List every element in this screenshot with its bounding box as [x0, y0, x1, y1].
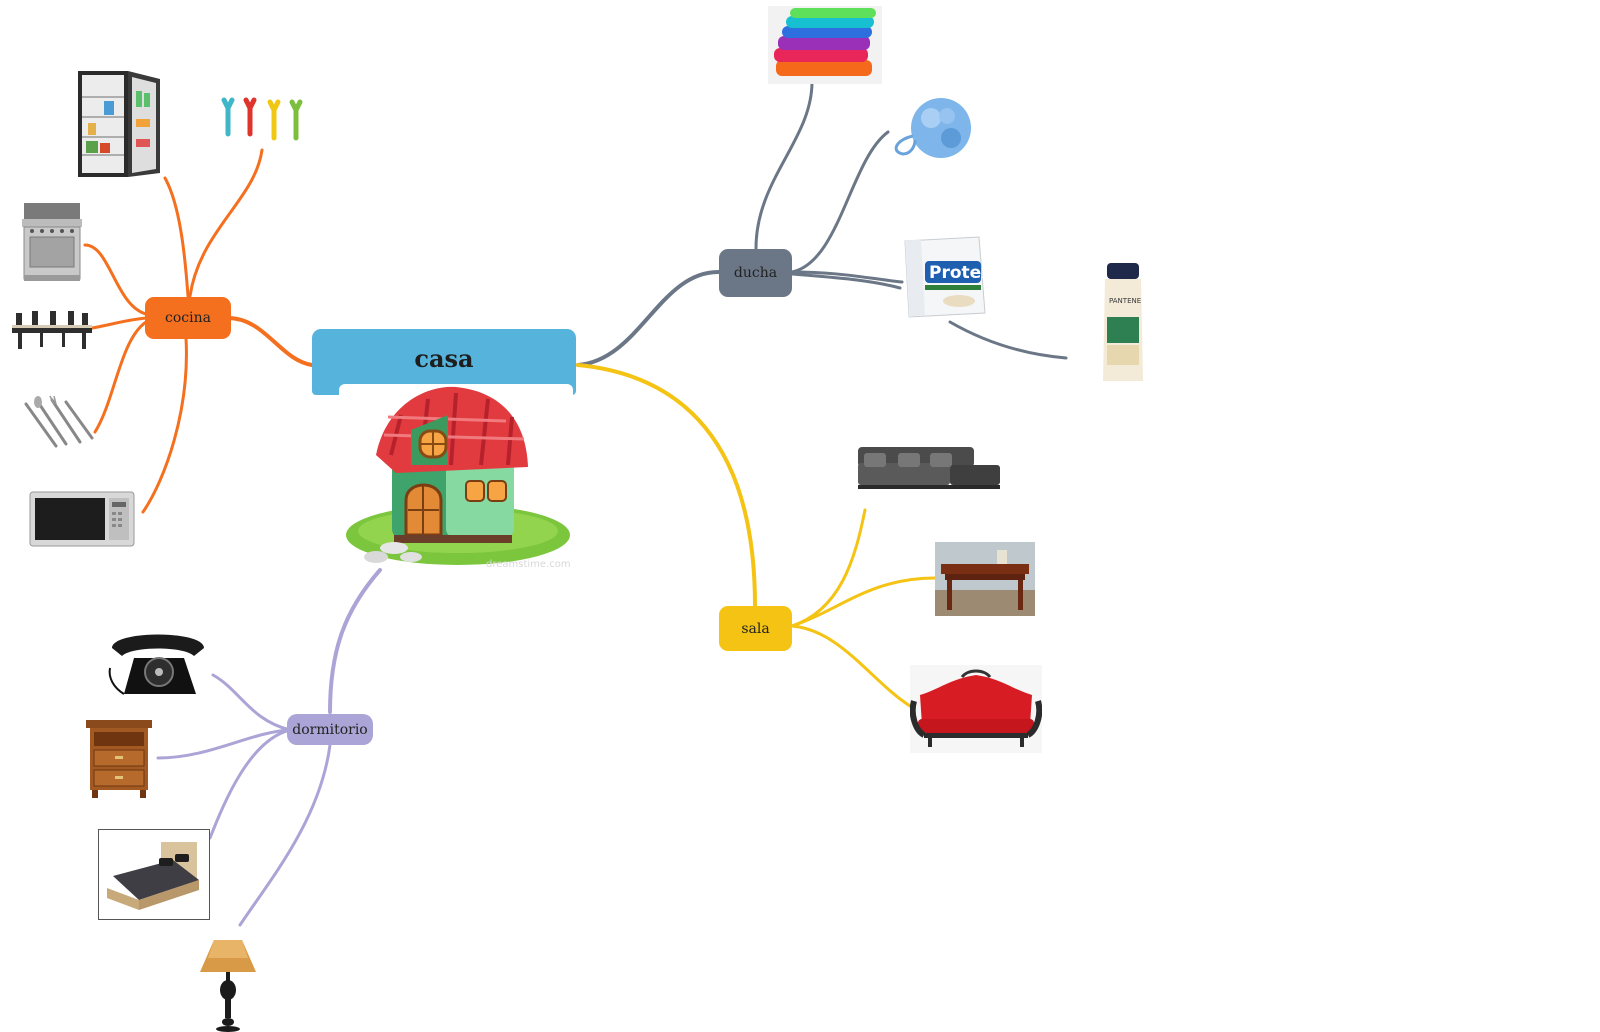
sectional-sofa-icon	[858, 445, 1000, 497]
coffee-table-icon	[935, 542, 1035, 616]
ducha-connectors	[576, 80, 1068, 367]
dining-table-icon	[10, 311, 94, 351]
cocina-connectors	[83, 148, 314, 514]
peelers-icon	[218, 94, 310, 144]
refrigerator-icon	[74, 67, 166, 181]
sala-connectors	[576, 363, 937, 708]
branch-cocina[interactable]: cocina	[145, 297, 231, 339]
branch-sala[interactable]: sala	[719, 606, 792, 651]
dormitorio-connectors	[156, 568, 382, 927]
branch-dormitorio[interactable]: dormitorio	[287, 714, 373, 745]
rotary-phone-icon	[104, 628, 212, 698]
bath-sponge-icon	[885, 96, 983, 170]
soap-brand-text: Protex	[929, 263, 989, 283]
branch-cocina-label: cocina	[165, 310, 211, 326]
cutlery-icon	[22, 394, 94, 450]
branch-ducha-label: ducha	[733, 265, 778, 281]
shampoo-brand-text: PANTENE	[1109, 297, 1141, 305]
branch-dormitorio-label: dormitorio	[292, 721, 368, 738]
bed-icon	[98, 829, 210, 920]
shampoo-bottle-icon: PANTENE	[1101, 261, 1145, 387]
soap-pack-icon: Protex	[899, 233, 989, 321]
nightstand-icon	[84, 718, 154, 800]
red-sofa-icon	[910, 665, 1042, 753]
branch-ducha[interactable]: ducha	[719, 249, 792, 297]
watermark-text: dreamstime.com	[486, 559, 571, 570]
microwave-icon	[29, 490, 135, 550]
stove-icon	[22, 201, 82, 283]
table-lamp-icon	[198, 938, 258, 1032]
towels-icon	[768, 6, 882, 84]
branch-sala-label: sala	[741, 620, 770, 637]
house-icon: dreamstime.com	[336, 385, 576, 575]
central-topic-label: casa	[414, 344, 474, 373]
